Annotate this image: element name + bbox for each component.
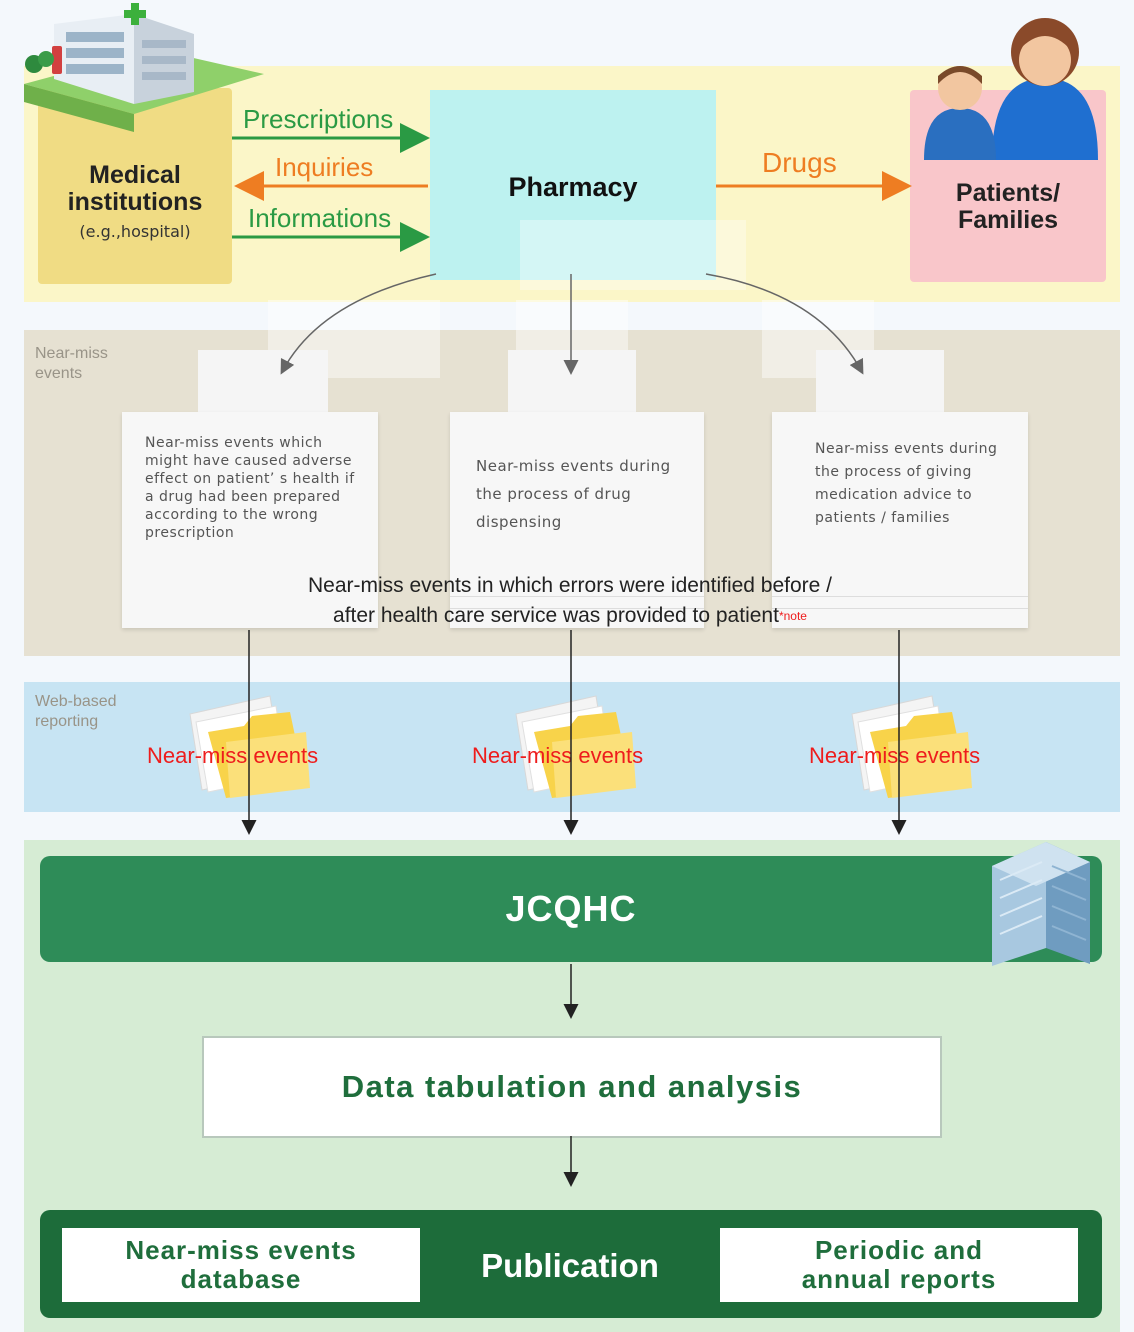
card-stack-line (450, 596, 704, 597)
event-card-advice (772, 412, 1028, 628)
informations-label: Informations (248, 203, 392, 233)
caption-line-2: after health care service was provided t… (333, 604, 807, 627)
medical-institutions-title: Medical (89, 160, 181, 189)
caption-line-1: Near-miss events in which errors were id… (307, 574, 833, 597)
card-stack-line (450, 608, 704, 609)
folder-label-3: Near-miss events (809, 743, 981, 768)
folder-icon (848, 692, 978, 802)
pharmacy-box (430, 90, 716, 280)
patients-title: Patients/ (955, 178, 1061, 207)
web-reporting-band-label: Web-based reporting (35, 693, 117, 730)
database-box: Near-miss events database (62, 1228, 420, 1302)
folder-label-1: Near-miss events (147, 743, 319, 768)
medical-institutions-title-2: institutions (67, 187, 203, 216)
reports-box: Periodic and annual reports (720, 1228, 1078, 1302)
drugs-label: Drugs (762, 147, 837, 178)
event-card-prescription-text: Near-miss events which might have caused… (145, 435, 355, 541)
hospital-icon (14, 3, 264, 144)
caption-note: *note (778, 609, 807, 623)
office-building-icon (986, 836, 1096, 974)
event-card-tab (198, 350, 328, 414)
event-card-dispensing (450, 412, 704, 628)
event-card-dispensing-text: Near-miss events during the process of d… (476, 457, 671, 531)
pharmacy-to-card-3-arrow (705, 273, 864, 375)
publication-title: Publication (481, 1247, 659, 1284)
pharmacy-to-card-1-arrow (280, 273, 437, 375)
pharmacy-title: Pharmacy (508, 171, 638, 202)
inquiries-label: Inquiries (275, 152, 374, 182)
event-card-tab (816, 350, 944, 414)
folder-icon (512, 692, 642, 802)
near-miss-band-label: Near-miss events (35, 345, 108, 382)
family-icon (920, 10, 1100, 160)
folder-label-2: Near-miss events (472, 743, 644, 768)
prescriptions-label: Prescriptions (243, 104, 394, 134)
data-analysis-box: Data tabulation and analysis (202, 1036, 942, 1138)
pharmacy-fade (520, 220, 746, 290)
event-card-advice-text: Near-miss events during the process of g… (815, 441, 998, 526)
card-stack-line (772, 608, 1028, 609)
event-card-prescription (122, 412, 378, 628)
folder-icon (186, 692, 316, 802)
medical-institutions-box (38, 88, 232, 284)
medical-institutions-subtitle: (e.g.,hospital) (79, 221, 191, 241)
jcqhc-box: JCQHC (40, 856, 1102, 962)
patients-title-2: Families (957, 205, 1059, 234)
card-stack-line (772, 596, 1028, 597)
